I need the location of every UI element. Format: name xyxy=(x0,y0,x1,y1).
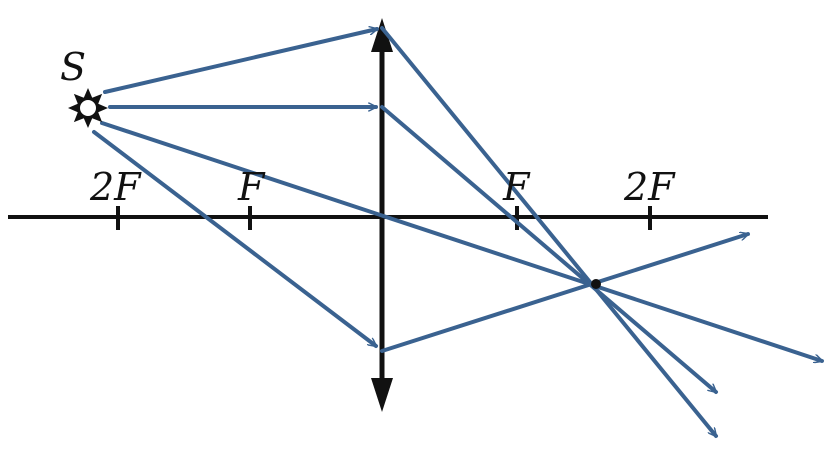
rays xyxy=(92,26,822,438)
ray-refracted-bottom xyxy=(380,234,748,353)
axis-ticks xyxy=(116,206,652,230)
ray-incident-top xyxy=(103,29,379,94)
label-left-f: F xyxy=(237,165,266,209)
ray-incident-bottom xyxy=(92,130,378,348)
ray-refracted-parallel xyxy=(380,105,718,394)
sun-icon xyxy=(68,88,108,128)
ray-refracted-top xyxy=(380,26,718,438)
label-left-2f: 2F xyxy=(89,165,142,209)
label-right-2f: 2F xyxy=(623,165,676,209)
label-right-f: F xyxy=(502,165,531,209)
image-point xyxy=(591,279,601,289)
source-label: S xyxy=(60,45,86,89)
ray-central xyxy=(100,121,822,361)
